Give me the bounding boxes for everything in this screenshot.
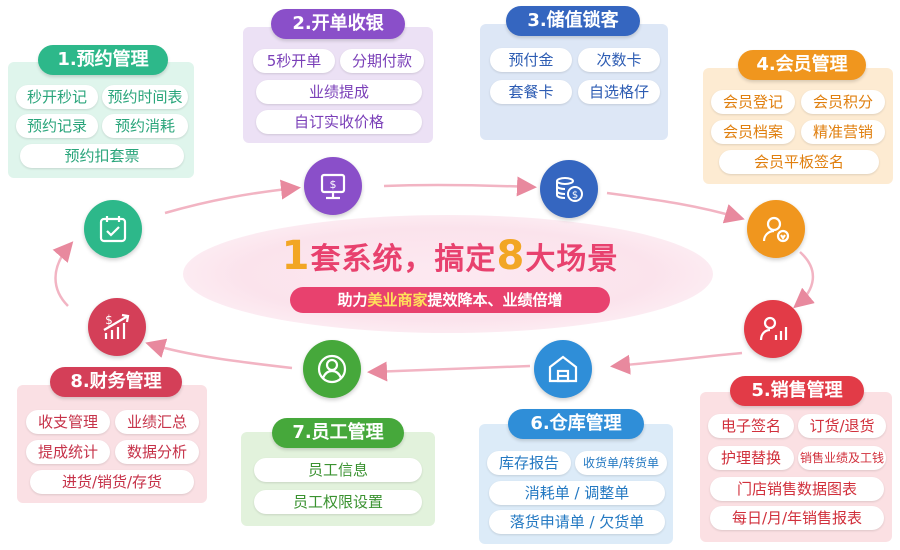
member-icon	[747, 200, 805, 258]
pill-prepaid-package: 套餐卡	[490, 80, 572, 104]
subheadline: 助力美业商家提效降本、业绩倍增	[290, 287, 610, 313]
pill-member-register: 会员登记	[711, 90, 795, 114]
pill-sales-reports: 每日/月/年销售报表	[710, 506, 884, 530]
cashier-icon: $	[304, 157, 362, 215]
pill-finance-inventory: 进货/销货/存货	[30, 470, 194, 494]
pill-checkout-commission: 业绩提成	[256, 80, 422, 104]
finance-icon: $	[88, 298, 146, 356]
module-title-member: 4.会员管理	[738, 50, 866, 80]
calendar-icon	[84, 200, 142, 258]
pill-sales-esign: 电子签名	[708, 414, 794, 438]
module-title-booking: 1.预约管理	[38, 45, 168, 75]
pill-staff-permissions: 员工权限设置	[254, 490, 422, 514]
pill-finance-summary: 业绩汇总	[115, 410, 199, 434]
pill-finance-commission: 提成统计	[26, 440, 110, 464]
pill-booking-schedule: 预约时间表	[102, 85, 188, 109]
staff-icon	[303, 340, 361, 398]
pill-warehouse-stock-report: 库存报告	[487, 451, 571, 475]
pill-warehouse-request-owe: 落货申请单 / 欠货单	[489, 510, 665, 534]
pill-warehouse-consume-adjust: 消耗单 / 调整单	[489, 481, 665, 505]
pill-prepaid-count-card: 次数卡	[578, 48, 660, 72]
pill-member-marketing: 精准营销	[801, 120, 885, 144]
module-title-prepaid: 3.储值锁客	[506, 6, 640, 36]
pill-member-profile: 会员档案	[711, 120, 795, 144]
pill-booking-package: 预约扣套票	[20, 144, 184, 168]
pill-checkout-installment: 分期付款	[340, 49, 424, 73]
svg-text:$: $	[572, 190, 578, 201]
svg-text:$: $	[330, 178, 337, 191]
pill-sales-order-return: 订货/退货	[798, 414, 886, 438]
pill-sales-performance: 销售业绩及工钱	[798, 446, 886, 470]
pill-checkout-fast: 5秒开单	[253, 49, 335, 73]
module-title-warehouse: 6.仓库管理	[508, 409, 644, 439]
pill-staff-info: 员工信息	[254, 458, 422, 482]
module-title-staff: 7.员工管理	[272, 418, 404, 448]
pill-prepaid-grid: 自选格仔	[578, 80, 660, 104]
svg-text:$: $	[105, 313, 113, 327]
pill-booking-records: 预约记录	[16, 114, 98, 138]
center-ellipse	[183, 215, 713, 333]
coins-icon: $	[540, 160, 598, 218]
module-title-sales: 5.销售管理	[730, 376, 864, 406]
pill-member-points: 会员积分	[801, 90, 885, 114]
pill-member-tablet-sign: 会员平板签名	[719, 150, 879, 174]
module-title-checkout: 2.开单收银	[271, 9, 405, 39]
pill-checkout-price: 自订实收价格	[256, 110, 422, 134]
pill-finance-analysis: 数据分析	[115, 440, 199, 464]
pill-sales-care-replace: 护理替换	[708, 446, 794, 470]
pill-prepaid-deposit: 预付金	[490, 48, 572, 72]
pill-booking-quick: 秒开秒记	[16, 85, 98, 109]
module-title-finance: 8.财务管理	[50, 367, 182, 397]
pill-finance-income-expense: 收支管理	[26, 410, 110, 434]
pill-sales-store-charts: 门店销售数据图表	[710, 477, 884, 501]
pill-warehouse-receive-transfer: 收货单/转货单	[575, 451, 667, 475]
sales-chart-icon	[744, 300, 802, 358]
pill-booking-consume: 预约消耗	[102, 114, 188, 138]
headline: 1套系统，搞定8大场景	[281, 233, 619, 279]
warehouse-icon	[534, 340, 592, 398]
